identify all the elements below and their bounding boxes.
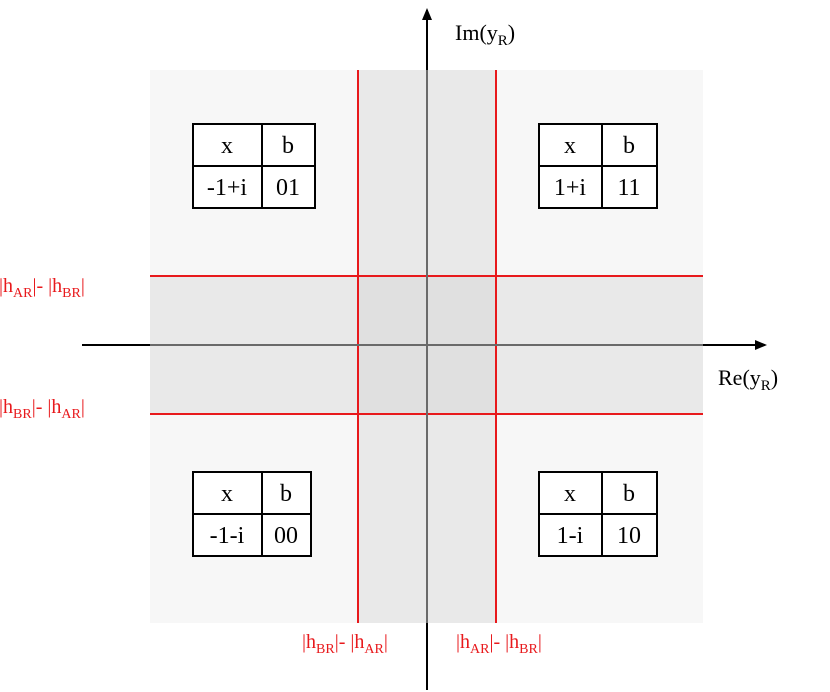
table-header-x: x (221, 133, 233, 159)
table-cell-b: 00 (274, 523, 298, 549)
table-cell-b: 10 (617, 523, 641, 549)
threshold-label-right: |hAR|- |hBR| (456, 631, 542, 657)
table-top-left: x b -1+i 01 (192, 123, 316, 209)
y-axis-label: Im(yR) (455, 20, 515, 49)
table-cell-x: -1-i (210, 523, 245, 549)
table-header-b: b (280, 481, 292, 507)
threshold-label-bottom: |hBR|- |hAR| (0, 396, 85, 422)
table-header-b: b (623, 481, 635, 507)
table-header-x: x (564, 133, 576, 159)
table-cell-b: 01 (276, 175, 300, 201)
x-axis-label: Re(yR) (718, 365, 778, 394)
table-header-b: b (623, 133, 635, 159)
threshold-label-top: |hAR|- |hBR| (0, 275, 85, 301)
table-header-x: x (564, 481, 576, 507)
table-cell-x: 1-i (557, 523, 584, 549)
threshold-label-left: |hBR|- |hAR| (302, 631, 388, 657)
table-header-b: b (282, 133, 294, 159)
table-cell-x: -1+i (207, 175, 248, 201)
table-header-x: x (221, 481, 233, 507)
table-top-right: x b 1+i 11 (538, 123, 658, 209)
table-bottom-left: x b -1-i 00 (192, 471, 312, 557)
table-cell-x: 1+i (554, 175, 587, 201)
table-cell-b: 11 (617, 175, 640, 201)
table-bottom-right: x b 1-i 10 (538, 471, 658, 557)
